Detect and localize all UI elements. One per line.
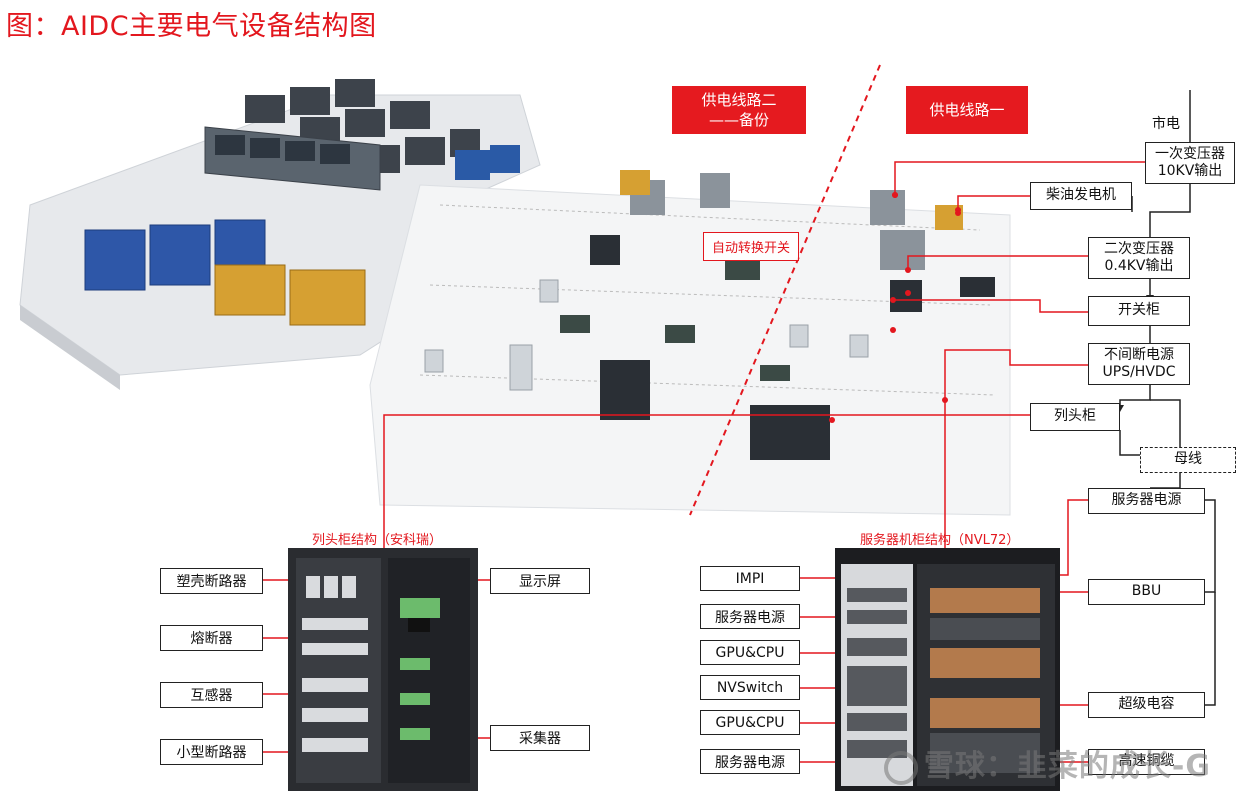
supercap-box: 超级电容 — [1088, 692, 1205, 718]
column-cabinet-box: 列头柜 — [1030, 403, 1120, 431]
label-display: 显示屏 — [490, 568, 590, 594]
watermark-text: 雪球：韭菜的成长-G — [923, 749, 1211, 784]
label-impi: IMPI — [700, 566, 800, 591]
label-collector: 采集器 — [490, 725, 590, 751]
label-nvswitch: NVSwitch — [700, 675, 800, 700]
label-transformer-ct: 互感器 — [160, 682, 263, 708]
watermark-logo-icon — [883, 750, 918, 785]
server-psu-box: 服务器电源 — [1088, 488, 1205, 514]
cable-box: 高速铜缆 — [1088, 749, 1205, 775]
route2-banner: 供电线路二 ——备份 — [672, 86, 806, 134]
transformer2-box: 二次变压器 0.4KV输出 — [1088, 237, 1190, 279]
busbar-box: 母线 — [1140, 447, 1236, 473]
label-gpu-cpu-lower: GPU&CPU — [700, 710, 800, 735]
page-title: 图：AIDC主要电气设备结构图 — [6, 11, 377, 42]
switchgear-box: 开关柜 — [1088, 296, 1190, 326]
column-cabinet-photo — [288, 548, 478, 791]
label-mccb: 塑壳断路器 — [160, 568, 263, 594]
label-fuse: 熔断器 — [160, 625, 263, 651]
watermark: 雪球：韭菜的成长-G — [883, 741, 1211, 785]
ats-label: 自动转换开关 — [703, 232, 800, 261]
route1-banner: 供电线路一 — [906, 86, 1028, 134]
transformer1-box: 一次变压器 10KV输出 — [1145, 142, 1235, 184]
right-photo-caption: 服务器机柜结构（NVL72） — [860, 533, 1020, 548]
label-server-psu-bottom: 服务器电源 — [700, 749, 800, 774]
datacenter-3d-illustration — [19, 64, 1011, 516]
bbu-box: BBU — [1088, 579, 1205, 605]
label-gpu-cpu-upper: GPU&CPU — [700, 640, 800, 665]
label-server-psu-top: 服务器电源 — [700, 604, 800, 629]
server-rack-photo — [835, 548, 1060, 791]
diesel-generator-box: 柴油发电机 — [1030, 182, 1132, 210]
utility-label: 市电 — [1152, 116, 1180, 132]
left-photo-caption: 列头柜结构（安科瑞） — [312, 533, 443, 548]
label-mcb: 小型断路器 — [160, 739, 263, 765]
ups-box: 不间断电源 UPS/HVDC — [1088, 343, 1190, 385]
